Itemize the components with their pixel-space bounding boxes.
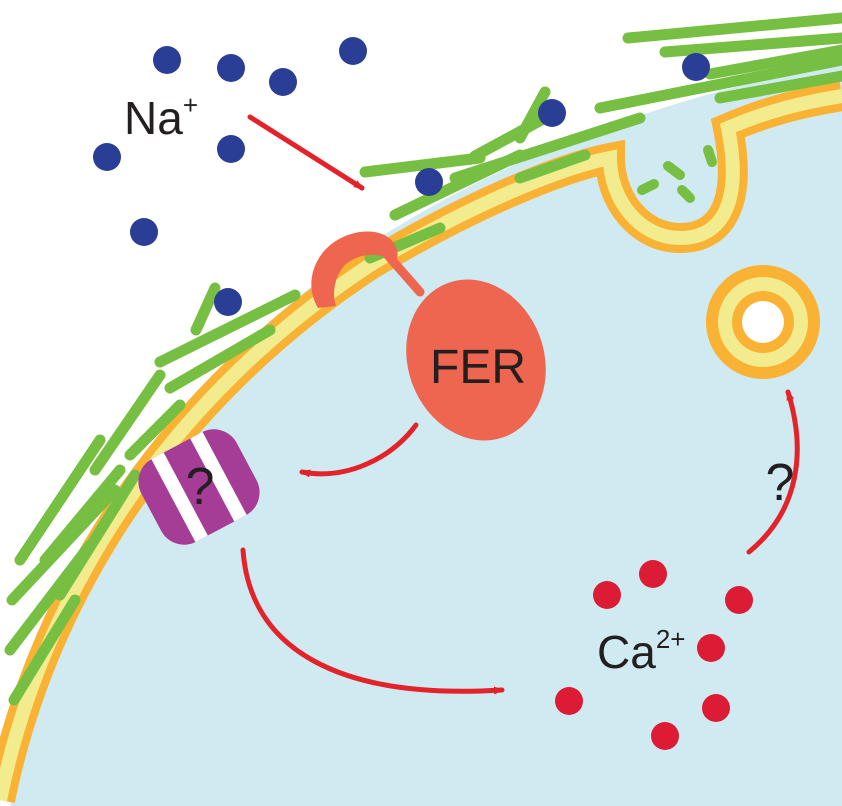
calcium-influx-arrow [240, 547, 505, 695]
cytoplasm [10, 62, 842, 806]
fer-signal-arrow [299, 422, 419, 478]
sodium-ion [214, 288, 242, 316]
calcium-ion [639, 560, 667, 588]
calcium-ion [725, 586, 753, 614]
sodium-ion [682, 53, 710, 81]
cell-wall [4, 12, 842, 706]
sodium-ion [339, 37, 367, 65]
calcium-ion [555, 687, 583, 715]
sodium-ion [130, 218, 158, 246]
sodium-ion [153, 46, 181, 74]
sodium-ions [93, 37, 710, 316]
pathway-question-label: ? [766, 454, 795, 512]
arrows [240, 114, 800, 695]
sodium-ion [93, 143, 121, 171]
sodium-ion [415, 168, 443, 196]
sodium-arrow [247, 114, 365, 191]
vesicle [706, 265, 820, 379]
calcium-label: Ca2+ [597, 624, 685, 678]
calcium-ion [697, 634, 725, 662]
receptor-label: FER [430, 341, 526, 394]
calcium-ion [702, 694, 730, 722]
calcium-ion [651, 722, 679, 750]
unknown-channel [138, 429, 260, 545]
sodium-label: Na+ [124, 90, 198, 144]
sodium-ion [538, 99, 566, 127]
plasma-membrane [0, 81, 842, 804]
pit-fragments [637, 145, 717, 203]
channel-question-label: ? [186, 458, 215, 516]
fer-receptor [311, 231, 546, 441]
calcium-ion [593, 581, 621, 609]
vesicle-arrow [746, 389, 800, 555]
sodium-ion [269, 68, 297, 96]
sodium-ion [217, 135, 245, 163]
calcium-ions [555, 560, 753, 750]
sodium-ion [217, 54, 245, 82]
